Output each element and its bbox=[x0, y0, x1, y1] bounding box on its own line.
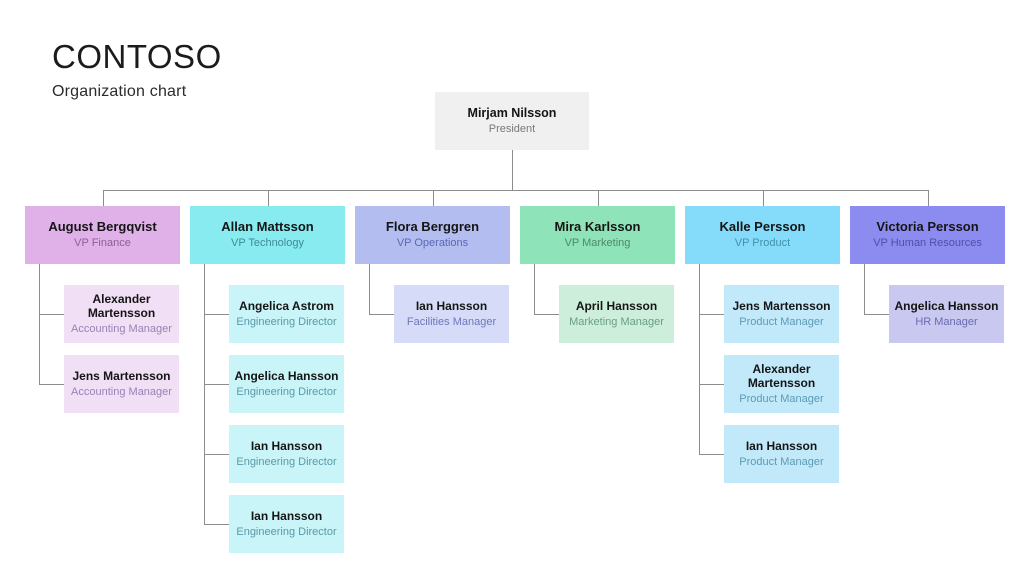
node-name: Kalle Persson bbox=[719, 219, 806, 235]
connector-vp-drop-human-resources bbox=[928, 190, 929, 206]
node-title: VP Technology bbox=[231, 237, 304, 250]
connector-child-stub bbox=[39, 384, 64, 385]
node-title: VP Finance bbox=[74, 237, 131, 250]
page-title: CONTOSO bbox=[52, 38, 222, 75]
connector-child-stub bbox=[39, 314, 64, 315]
node-title: VP Human Resources bbox=[873, 237, 982, 250]
connector-child-trunk-technology bbox=[204, 264, 205, 524]
node-name: August Bergqvist bbox=[48, 219, 157, 235]
org-node-vp-marketing[interactable]: Mira Karlsson VP Marketing bbox=[520, 206, 675, 264]
org-node-vp-technology[interactable]: Allan Mattsson VP Technology bbox=[190, 206, 345, 264]
node-name: Victoria Persson bbox=[876, 219, 979, 235]
title-block: CONTOSO Organization chart bbox=[52, 38, 222, 101]
node-title: VP Operations bbox=[396, 237, 469, 250]
connector-vp-drop-technology bbox=[268, 190, 269, 206]
connector-child-stub bbox=[204, 314, 229, 315]
connector-child-trunk-human-resources bbox=[864, 264, 865, 314]
node-title: Marketing Manager bbox=[569, 315, 664, 328]
connector-vp-drop-operations bbox=[433, 190, 434, 206]
node-name: Ian Hansson bbox=[745, 438, 818, 453]
node-title: VP Product bbox=[734, 237, 791, 250]
connector-child-trunk-marketing bbox=[534, 264, 535, 314]
connector-root-drop bbox=[512, 150, 513, 190]
org-node-vp-human-resources[interactable]: Victoria Persson VP Human Resources bbox=[850, 206, 1005, 264]
connector-child-trunk-product bbox=[699, 264, 700, 454]
node-title: Accounting Manager bbox=[71, 322, 172, 335]
node-name: Alexander Martensson bbox=[87, 291, 156, 321]
node-title: Engineering Director bbox=[236, 385, 337, 398]
node-name: Jens Martensson bbox=[732, 298, 831, 313]
org-node-vp-product[interactable]: Kalle Persson VP Product bbox=[685, 206, 840, 264]
node-title: Engineering Director bbox=[236, 525, 337, 538]
page-subtitle: Organization chart bbox=[52, 82, 187, 100]
connector-child-stub bbox=[534, 314, 559, 315]
node-title: Product Manager bbox=[739, 315, 824, 328]
org-node-vp-operations[interactable]: Flora Berggren VP Operations bbox=[355, 206, 510, 264]
connector-vp-drop-product bbox=[763, 190, 764, 206]
connector-vp-drop-finance bbox=[103, 190, 104, 206]
node-title: Accounting Manager bbox=[71, 385, 172, 398]
node-title: VP Marketing bbox=[564, 237, 631, 250]
node-title: Product Manager bbox=[739, 455, 824, 468]
connector-child-trunk-finance bbox=[39, 264, 40, 384]
connector-child-trunk-operations bbox=[369, 264, 370, 314]
node-name: Ian Hansson bbox=[415, 298, 488, 313]
node-title: Engineering Director bbox=[236, 315, 337, 328]
node-name: Mirjam Nilsson bbox=[467, 105, 557, 120]
connector-child-stub bbox=[369, 314, 394, 315]
connector-vp-drop-marketing bbox=[598, 190, 599, 206]
node-title: Product Manager bbox=[739, 392, 824, 405]
node-title: HR Manager bbox=[915, 315, 978, 328]
connector-child-stub bbox=[204, 384, 229, 385]
connector-child-stub bbox=[864, 314, 889, 315]
org-node-child-human-resources-0[interactable]: Angelica Hansson HR Manager bbox=[889, 285, 1004, 343]
node-name: Angelica Hansson bbox=[894, 298, 999, 313]
connector-child-stub bbox=[204, 524, 229, 525]
connector-bus bbox=[103, 190, 928, 191]
node-name: Angelica Hansson bbox=[234, 368, 339, 383]
org-node-vp-finance[interactable]: August Bergqvist VP Finance bbox=[25, 206, 180, 264]
node-name: Flora Berggren bbox=[385, 219, 480, 235]
node-title: Facilities Manager bbox=[406, 315, 497, 328]
connector-child-stub bbox=[699, 384, 724, 385]
connector-child-stub bbox=[204, 454, 229, 455]
node-title: President bbox=[488, 122, 536, 135]
node-name: Ian Hansson bbox=[250, 508, 323, 523]
node-name: Mira Karlsson bbox=[554, 219, 641, 235]
node-name: Jens Martensson bbox=[72, 368, 171, 383]
connector-child-stub bbox=[699, 454, 724, 455]
node-name: Ian Hansson bbox=[250, 438, 323, 453]
node-name: Alexander Martensson bbox=[747, 361, 816, 391]
node-name: April Hansson bbox=[575, 298, 658, 313]
connector-child-stub bbox=[699, 314, 724, 315]
node-name: Allan Mattsson bbox=[221, 219, 314, 235]
node-name: Angelica Astrom bbox=[239, 298, 334, 313]
node-title: Engineering Director bbox=[236, 455, 337, 468]
